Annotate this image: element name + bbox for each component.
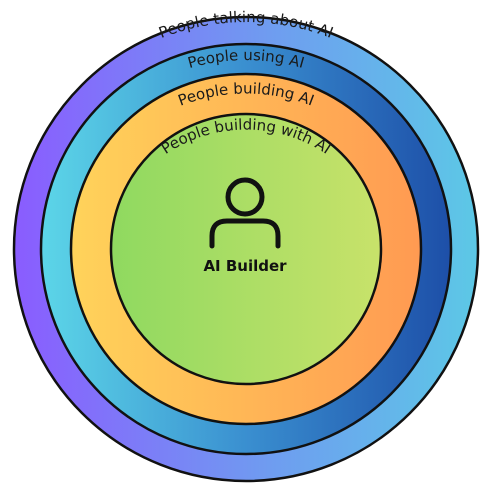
ring-inner: [109, 112, 383, 386]
person-icon: [209, 177, 281, 249]
center-label: AI Builder: [203, 257, 287, 275]
